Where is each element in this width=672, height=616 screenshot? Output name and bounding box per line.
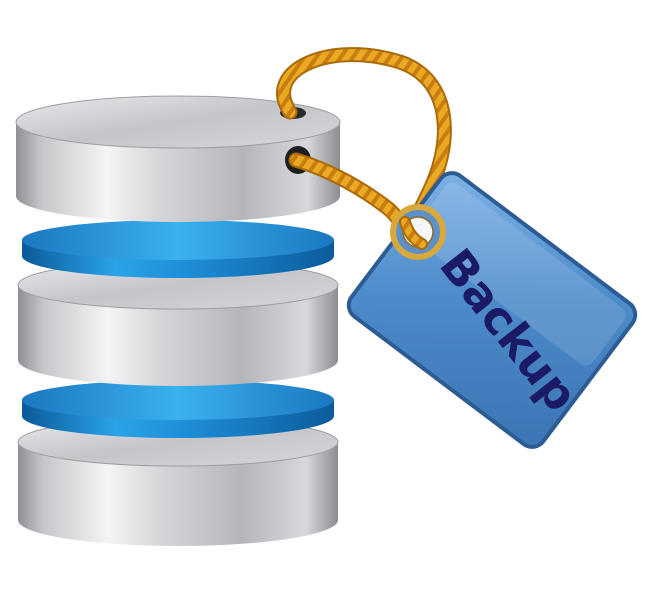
backup-tag-icon: Backup (276, 47, 638, 449)
disk-middle (17, 260, 339, 386)
separator-ring-lower (22, 380, 334, 438)
database-icon (15, 95, 341, 546)
disk-top (15, 95, 341, 222)
separator-ring-upper (22, 220, 334, 278)
